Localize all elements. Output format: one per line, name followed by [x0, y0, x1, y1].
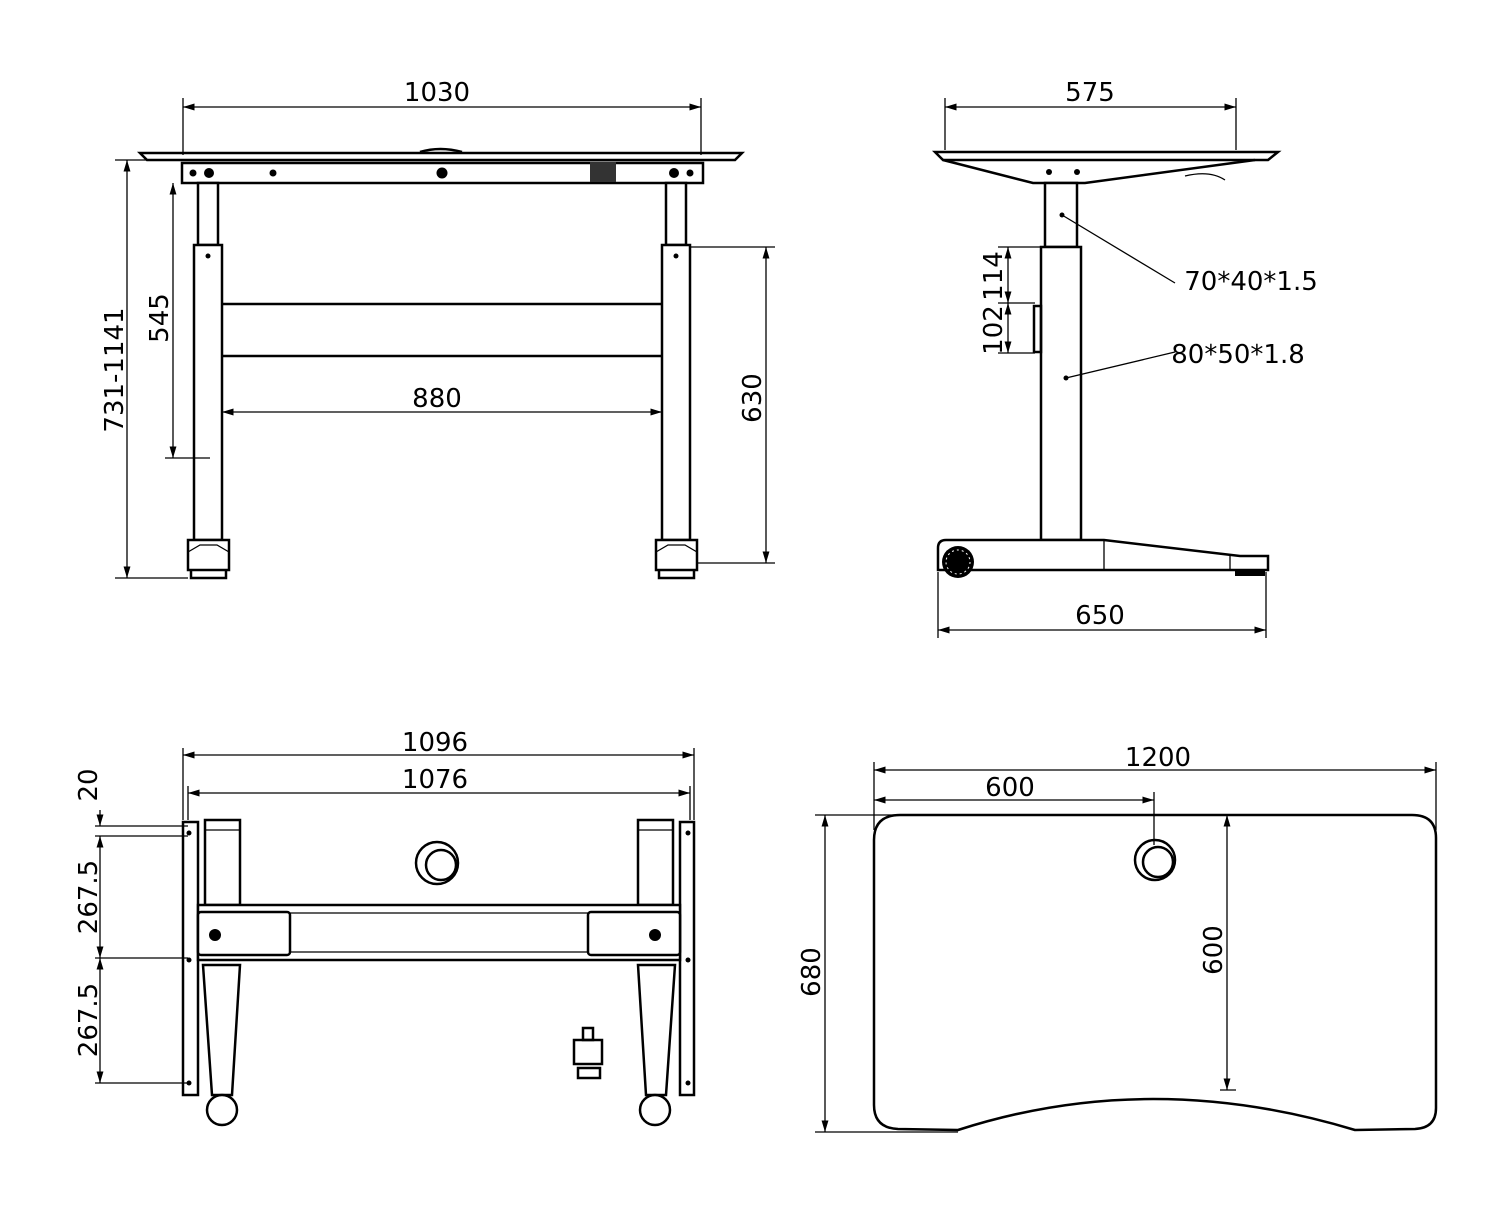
- dim-top-width-label: 1200: [1125, 743, 1191, 773]
- caster-right: [638, 1093, 672, 1127]
- frame-beam: [180, 161, 705, 185]
- dim-top-depth-label: 680: [797, 947, 827, 997]
- grommet-top: [1133, 838, 1177, 882]
- dim-20-label: 20: [74, 768, 104, 801]
- lower-tube-spec: 80*50*1.8: [1171, 340, 1305, 370]
- lower-tube: [1039, 245, 1083, 542]
- front-view: 1030 880 731-1141 545 630: [100, 78, 775, 580]
- dim-267-label-2: 267.5: [74, 983, 104, 1057]
- dim-102-label: 102: [979, 305, 1009, 355]
- right-leg: [660, 243, 692, 542]
- dim-width-label: 1030: [404, 78, 470, 108]
- grommet-hole: [414, 840, 460, 886]
- tabletop-side: [931, 150, 1282, 162]
- dim-inner-label: 1076: [402, 765, 468, 795]
- dim-top-600-label: 600: [1199, 925, 1229, 975]
- bottom-view: 1096 1076 20 267.5 267.5: [74, 728, 696, 1127]
- dim-upper-label: 545: [145, 293, 175, 343]
- caster-left: [205, 1093, 239, 1127]
- dim-grommet-offset-label: 600: [985, 773, 1035, 803]
- dim-267-label-1: 267.5: [74, 860, 104, 934]
- dim-height-label: 731-1141: [100, 307, 130, 432]
- crossbar: [222, 302, 662, 358]
- clamp: [572, 1026, 604, 1080]
- dim-lower-label: 630: [738, 373, 768, 423]
- tabletop: [136, 151, 746, 162]
- dim-depth-label: 575: [1065, 78, 1115, 108]
- upper-tube-spec: 70*40*1.5: [1184, 267, 1318, 297]
- dim-crossbar-label: 880: [412, 384, 462, 414]
- dim-114-label: 114: [979, 251, 1009, 301]
- desktop-outline: [872, 813, 1438, 1132]
- control-box: [590, 162, 616, 182]
- top-view: 1200 600 680 600: [797, 743, 1438, 1133]
- caster-wheel: [942, 546, 974, 578]
- base-foot: [936, 538, 1270, 572]
- side-view: 575 650 114 102 70*40*1.5 80*50*1.8: [931, 78, 1318, 638]
- dim-base-label: 650: [1075, 601, 1125, 631]
- dim-outer-label: 1096: [402, 728, 468, 758]
- left-leg: [192, 243, 224, 542]
